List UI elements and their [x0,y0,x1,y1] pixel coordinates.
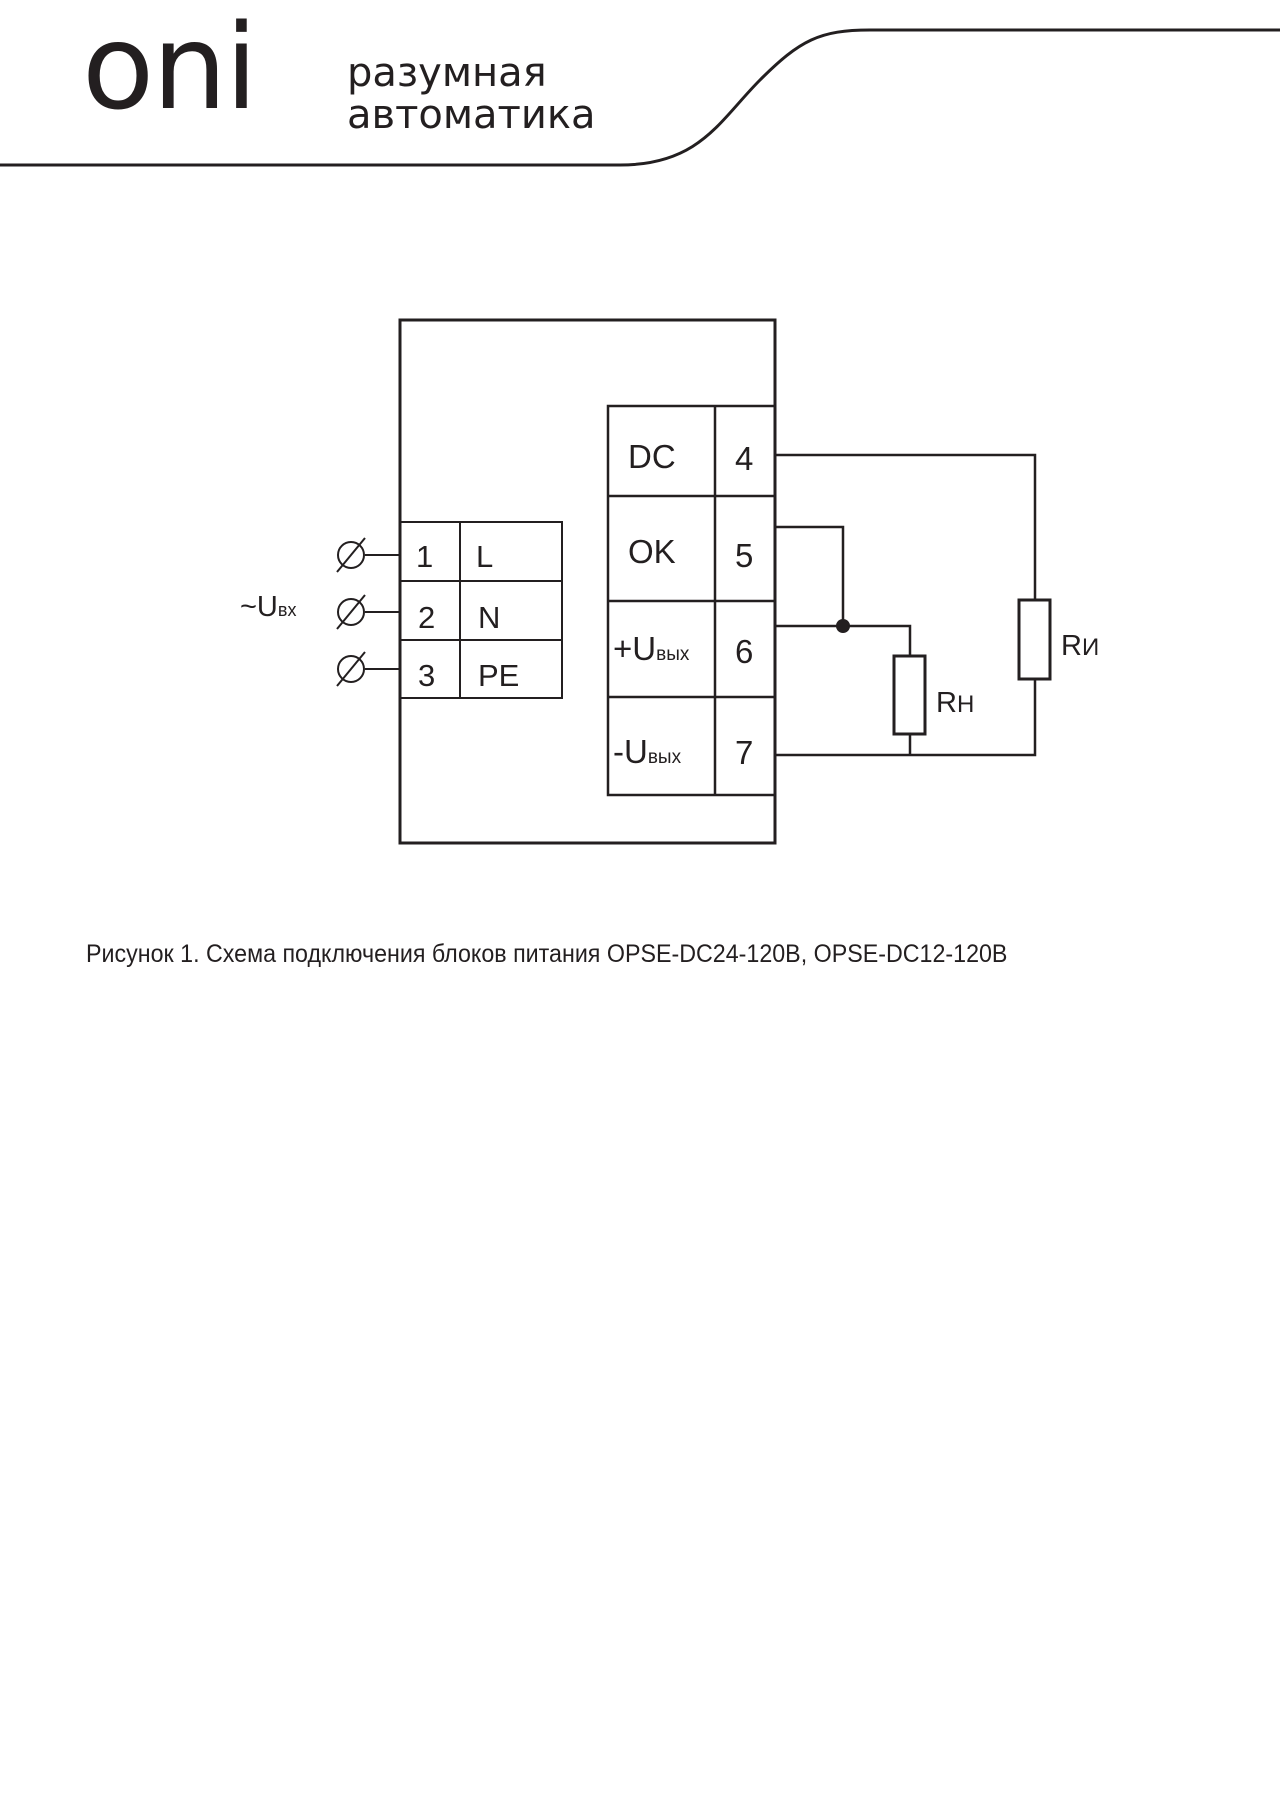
output-terminal-5-label: OK [628,533,676,570]
input-terminal-2-label: N [478,600,500,635]
output-terminal-7-num: 7 [735,734,753,771]
wiring-diagram: ~Uвх 1 L 2 N 3 PE DC 4 OK 5 +Uвых 6 -Uвы… [240,318,1099,845]
page-header: oni разумная автоматика [0,0,1280,180]
input-terminal-1-num: 1 [416,539,433,574]
brand-logo: oni [82,0,258,136]
input-terminal-3-num: 3 [418,658,435,693]
output-terminal-4-num: 4 [735,440,753,477]
brand-tagline: разумная автоматика [347,52,596,136]
tagline-line-2: автоматика [347,92,596,138]
figure-caption: Рисунок 1. Схема подключения блоков пита… [86,940,1008,968]
output-terminal-5-num: 5 [735,537,753,574]
input-terminal-labels: 1 L 2 N 3 PE [416,539,519,693]
junction-dot [836,619,850,633]
resistor-indicator-label: RИ [1061,630,1099,662]
input-wires [365,554,400,670]
output-terminal-block [606,404,777,797]
output-wires [775,453,1037,757]
input-terminal-1-label: L [476,539,493,574]
output-terminal-6-label: +Uвых [613,630,690,667]
resistor-indicator [1017,598,1052,681]
input-terminal-2-num: 2 [418,600,435,635]
output-terminal-7-label: -Uвых [613,733,682,770]
tagline-line-1: разумная [347,50,547,96]
input-terminal-block [399,521,563,699]
resistor-load-label: RН [936,687,974,719]
input-terminal-3-label: PE [478,658,519,693]
output-terminal-labels: DC 4 OK 5 +Uвых 6 -Uвых 7 [613,438,753,771]
output-terminal-4-label: DC [628,438,676,475]
input-voltage-label: ~Uвх [240,591,296,623]
header-curve-line [0,28,1280,167]
output-terminal-6-num: 6 [735,633,753,670]
resistor-load [892,654,927,736]
terminal-screw-icon [336,537,366,687]
